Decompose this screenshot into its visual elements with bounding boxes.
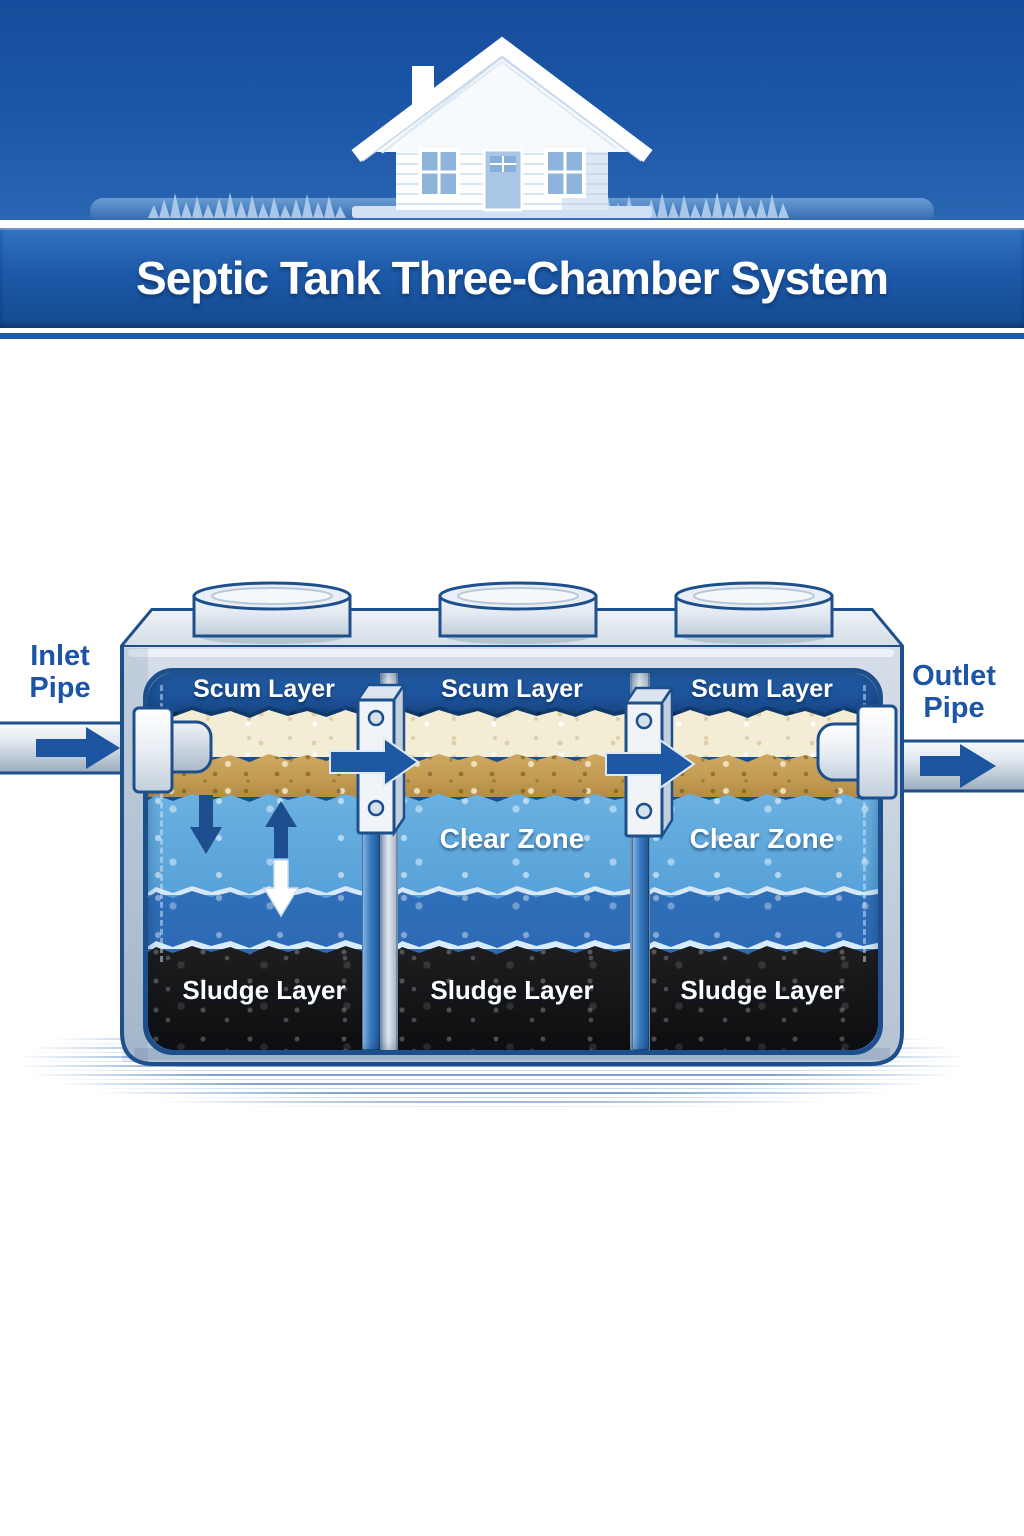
baffle-bar-2 (632, 833, 649, 1050)
header-separator (0, 220, 1024, 228)
chamber3-sludge-label: Sludge Layer (680, 975, 844, 1005)
chamber3-scum-label: Scum Layer (691, 675, 833, 703)
sludge-layer (148, 946, 380, 1050)
inlet-flow-arrow-icon (36, 727, 120, 769)
chamber-3: Scum Layer Clear Zone Sludge Layer (646, 673, 878, 1050)
chamber2-scum-label: Scum Layer (441, 675, 583, 703)
riser-lids (192, 581, 834, 644)
house (351, 36, 653, 218)
chamber-2: Scum Layer Clear Zone Sludge Layer (394, 673, 630, 1050)
outlet-flow-arrow-icon (920, 744, 996, 788)
page-title: Septic Tank Three-Chamber System (136, 252, 889, 304)
chamber-1: Scum Layer Sludge Layer (148, 673, 380, 1050)
inlet-pipe-label: Inlet Pipe (29, 640, 91, 705)
scum-tan-layer (148, 754, 380, 797)
tank-cavity: Scum Layer Sludge Layer Scum Layer Clear… (148, 673, 878, 1050)
house-illustration (90, 36, 934, 220)
chamber2-sludge-label: Sludge Layer (430, 975, 594, 1005)
chamber3-clear-label: Clear Zone (689, 823, 835, 854)
outlet-pipe-label: Outlet Pipe (912, 660, 996, 725)
title-band: Septic Tank Three-Chamber System (0, 228, 1024, 328)
scum-cream-layer (148, 710, 380, 757)
title-band-rule (0, 333, 1024, 339)
wall-dash-line (160, 685, 163, 962)
header-sky (0, 0, 1024, 220)
chamber1-sludge-label: Sludge Layer (182, 975, 346, 1005)
grass-left (148, 192, 346, 218)
chamber1-scum-label: Scum Layer (193, 675, 335, 703)
baffle-bar-1 (362, 830, 380, 1050)
wall-dash-line (863, 685, 866, 962)
chamber2-clear-label: Clear Zone (439, 823, 585, 854)
